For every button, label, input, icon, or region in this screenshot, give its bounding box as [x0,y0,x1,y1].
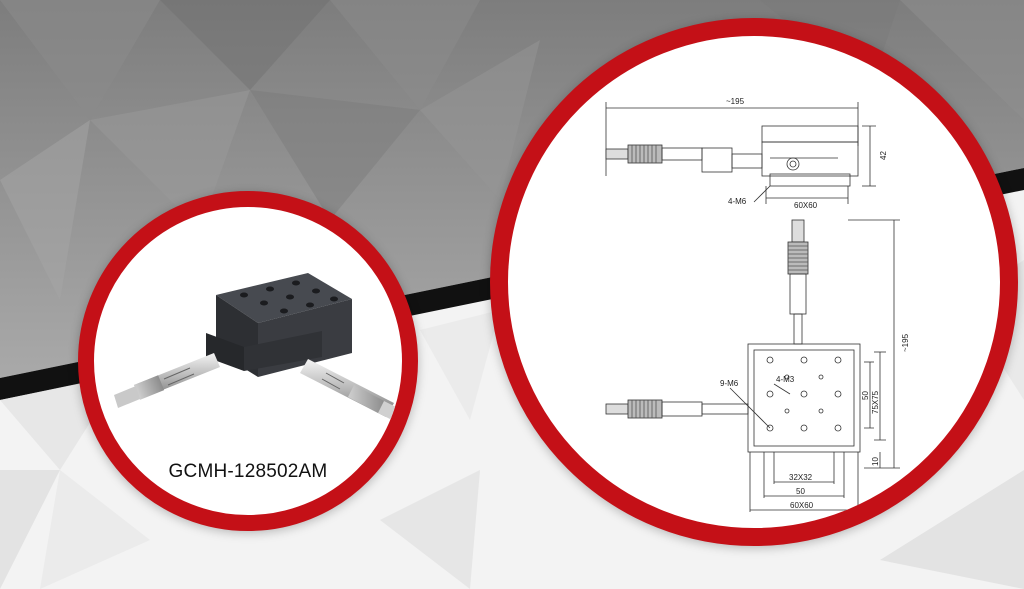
side-view [605,102,876,204]
top-overall-length: ~195 [901,333,910,352]
dim-75x75: 75X75 [871,390,880,414]
side-height: 42 [879,151,888,160]
side-base: 60X60 [794,201,818,210]
product-image [114,273,402,423]
model-label: GCMH-128502AM [168,461,328,482]
dim-10: 10 [871,457,880,466]
drawing-circle: ~195 42 60X60 4-M6 ~195 9-M6 4-M3 50 75X… [490,18,1018,546]
center-holes-label: 4-M3 [776,375,795,384]
top-base: 60X60 [790,501,814,510]
side-mount-holes: 4-M6 [728,197,747,206]
top-holes-label: 9-M6 [720,379,739,388]
mounting-holes [240,280,338,314]
top-view [605,219,900,512]
dim-50-horizontal: 50 [796,487,805,496]
technical-drawing: ~195 42 60X60 4-M6 ~195 9-M6 4-M3 50 75X… [605,97,910,512]
stage-top-surface [216,273,352,323]
micrometer-left [114,353,220,408]
side-overall-length: ~195 [726,97,745,106]
product-circle: GCMH-128502AM [78,191,418,531]
dim-50-vertical: 50 [861,391,870,400]
dim-32x32: 32X32 [789,473,813,482]
micrometer-right [300,359,402,423]
